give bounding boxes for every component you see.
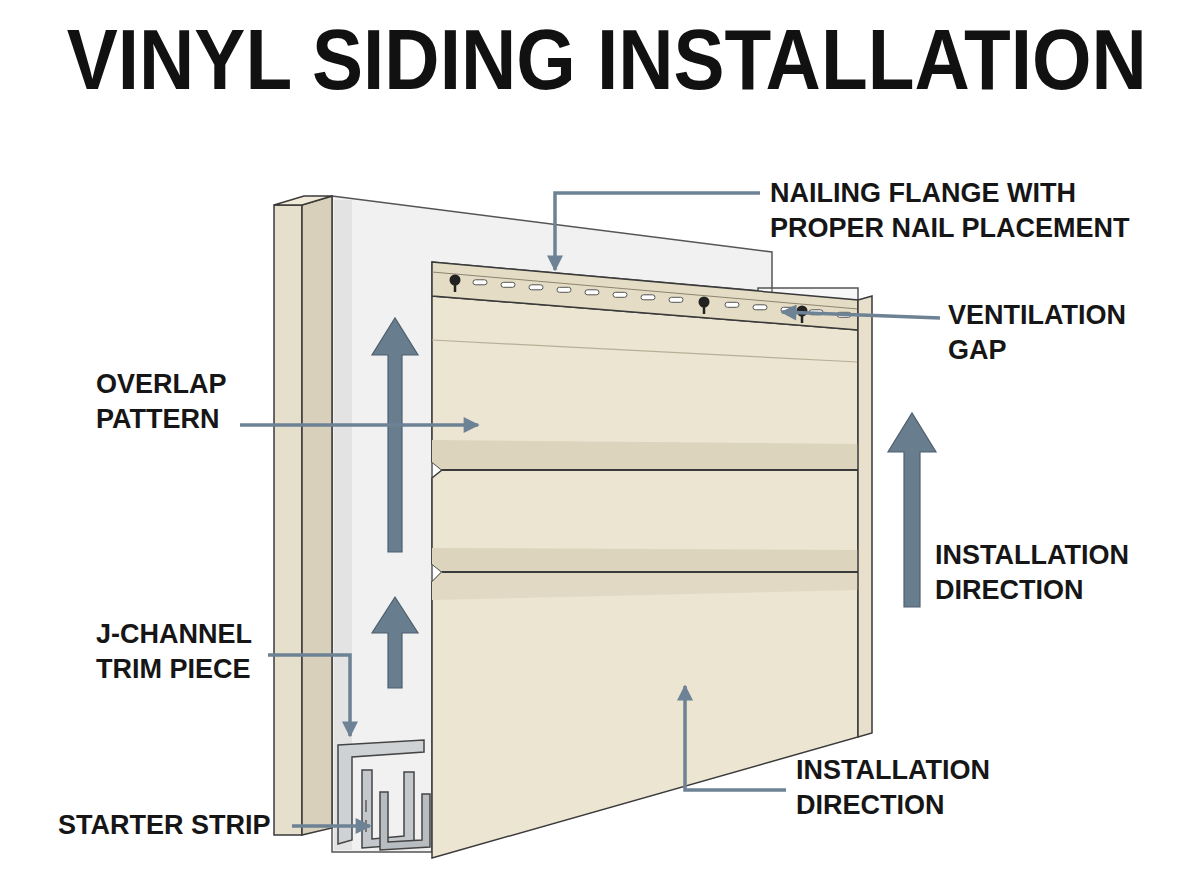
nail-slot (725, 302, 739, 307)
callout-label: INSTALLATION DIRECTION (796, 753, 1036, 823)
siding-panel (432, 572, 858, 858)
leader-line (268, 655, 350, 736)
nail-slot (613, 292, 627, 297)
leader-line (685, 686, 786, 790)
panel-crease (432, 340, 858, 362)
edge-trim (858, 296, 872, 737)
callout-label: VENTILATION GAP (948, 298, 1183, 368)
direction-arrow (888, 413, 936, 607)
nail-slot (529, 285, 543, 290)
callout-label: STARTER STRIP (58, 808, 271, 843)
label-slot: STARTER STRIP (58, 808, 283, 843)
label-slot: J-CHANNEL TRIM PIECE (96, 617, 266, 687)
title: VINYL SIDING INSTALLATION (67, 16, 1147, 102)
nail-head (699, 297, 710, 308)
lap-line (442, 571, 858, 573)
panel-shade (432, 572, 858, 600)
nail-slot (585, 290, 599, 295)
flange-lip (432, 272, 858, 309)
direction-arrow (372, 318, 418, 552)
title-wrap: VINYL SIDING INSTALLATION (0, 16, 1200, 102)
leader-line (240, 423, 478, 427)
callout-label: INSTALLATION DIRECTION (935, 538, 1175, 608)
leader-line (555, 193, 760, 270)
callout-label: J-CHANNEL TRIM PIECE (96, 617, 266, 687)
nail-slot (753, 305, 767, 310)
starter-strip (380, 792, 430, 850)
leader-lines (240, 193, 940, 826)
nail-slot (641, 295, 655, 300)
corner-post-top (274, 196, 332, 205)
corner-post-side (302, 196, 332, 835)
label-slot: INSTALLATION DIRECTION (796, 753, 1036, 823)
label-slot: OVERLAP PATTERN (96, 367, 246, 437)
nailing-flange (432, 262, 858, 330)
callout-label: OVERLAP PATTERN (96, 367, 246, 437)
leader-line (782, 312, 940, 318)
leader-line (292, 824, 370, 828)
nail-head (450, 275, 461, 286)
lap-line (442, 469, 858, 471)
label-slot: INSTALLATION DIRECTION (935, 538, 1175, 608)
direction-arrow (372, 597, 418, 688)
nails (450, 275, 808, 324)
callout-label: NAILING FLANGE WITH PROPER NAIL PLACEMEN… (770, 176, 1190, 246)
strip-slot (365, 800, 367, 812)
nail-slot (473, 280, 487, 285)
nail-slot (557, 287, 571, 292)
siding-panel (432, 470, 858, 572)
panel-shade (432, 440, 858, 470)
nail-slot (669, 297, 683, 302)
label-slot: NAILING FLANGE WITH PROPER NAIL PLACEMEN… (770, 176, 1190, 246)
label-slot: VENTILATION GAP (948, 298, 1183, 368)
corner-post-front (274, 205, 302, 835)
direction-arrows (372, 318, 936, 688)
nail-slot (501, 282, 515, 287)
panel-shade (432, 548, 858, 572)
